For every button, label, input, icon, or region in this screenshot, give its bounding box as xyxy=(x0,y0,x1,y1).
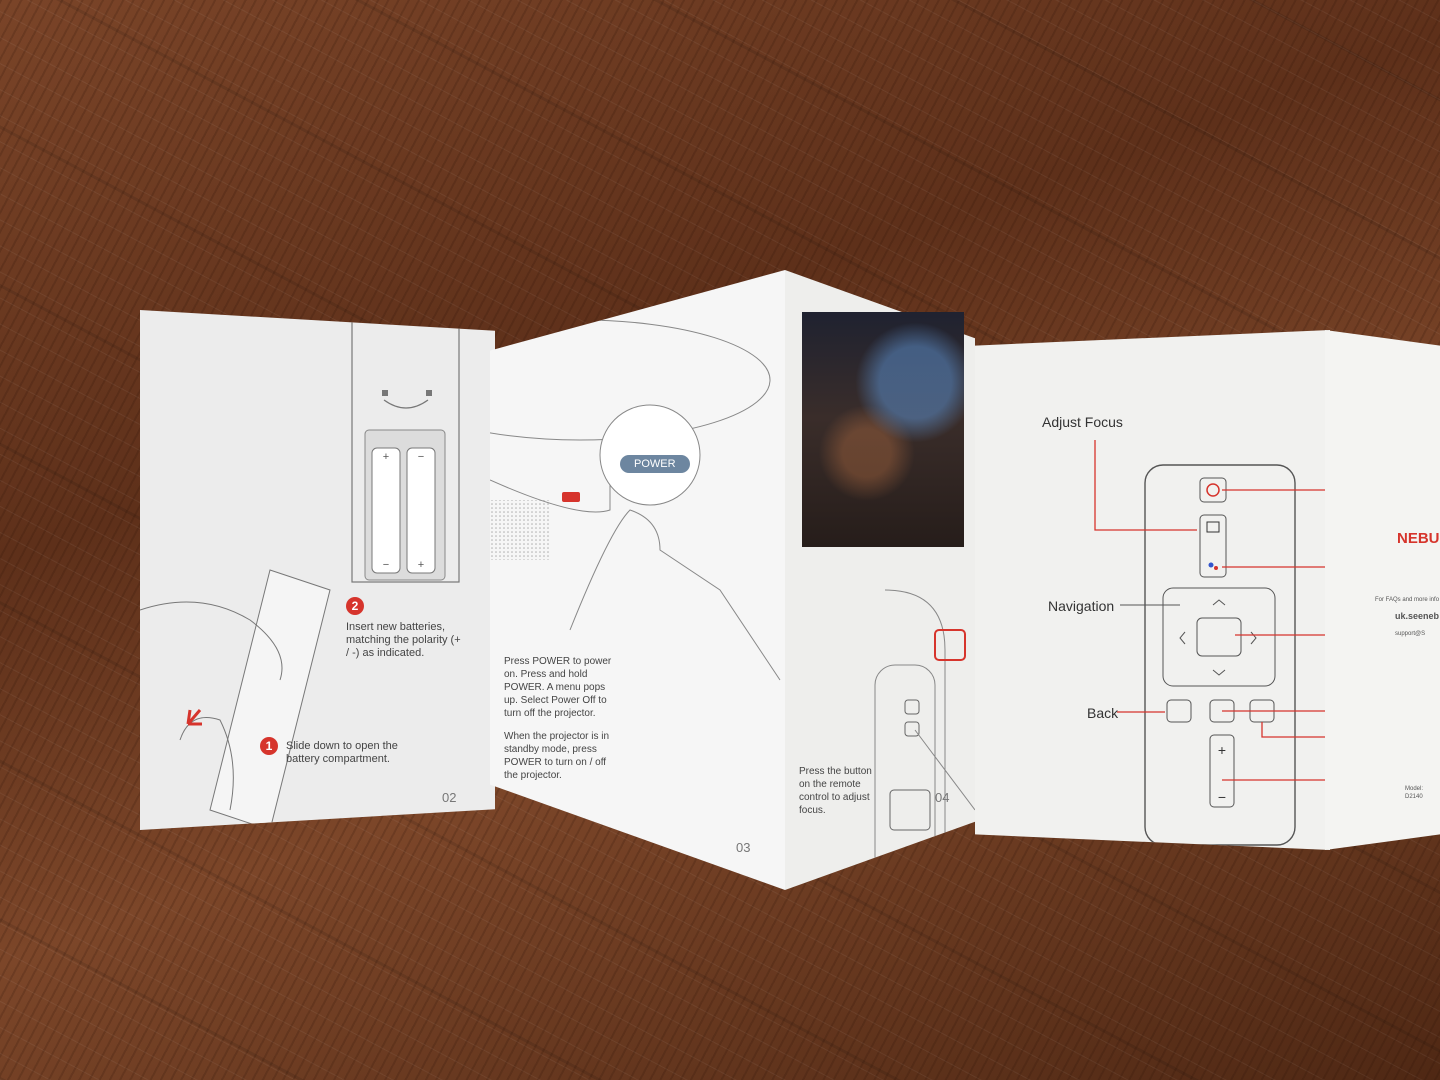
back-label: Back xyxy=(1087,705,1119,721)
support-email: support@S xyxy=(1395,631,1426,637)
adjust-focus-label: Adjust Focus xyxy=(1042,414,1123,430)
svg-text:+: + xyxy=(418,559,424,571)
brand-logo: NEBU xyxy=(1397,530,1440,547)
lifestyle-photo xyxy=(802,312,964,547)
manual-page-remote-diagram: + − Adjust Focus Navigation Back xyxy=(975,330,1330,850)
remote-battery-illustration: + − − + xyxy=(140,319,460,830)
svg-text:+: + xyxy=(383,451,389,463)
power-instruction-1: Press POWER to power on. Press and hold … xyxy=(504,656,612,719)
website-text: uk.seeneb xyxy=(1395,611,1440,621)
manual-page-02: + − − + 2 Insert new batteries, matching… xyxy=(140,310,495,830)
step-1-badge: 1 xyxy=(260,737,278,755)
remote-control-diagram: + − xyxy=(1094,440,1330,846)
faq-text: For FAQs and more info xyxy=(1375,597,1440,603)
page-number-04: 04 xyxy=(935,790,950,805)
step-1-text: Slide down to open the battery compartme… xyxy=(286,740,398,765)
page-number-03: 03 xyxy=(736,840,751,855)
manual-page-03: POWER Press POWER to power on. Press and… xyxy=(490,270,785,890)
step-2-badge: 2 xyxy=(346,597,364,615)
svg-text:−: − xyxy=(418,451,424,463)
navigation-label: Navigation xyxy=(1048,598,1115,614)
power-instruction-2: When the projector is in standby mode, p… xyxy=(504,731,610,781)
step-2-text: Insert new batteries, matching the polar… xyxy=(346,621,461,659)
projector-power-illustration xyxy=(490,319,781,681)
page-number-02: 02 xyxy=(442,790,457,805)
focus-instruction: Press the button on the remote control t… xyxy=(799,766,872,816)
svg-text:+: + xyxy=(1218,742,1226,758)
svg-text:−: − xyxy=(1218,789,1226,805)
power-button-callout: POWER xyxy=(620,455,690,473)
svg-text:−: − xyxy=(383,559,389,571)
manual-page-brand: NEBU For FAQs and more info uk.seeneb su… xyxy=(1325,330,1440,850)
model-number: Model: D2140 xyxy=(1405,786,1424,800)
